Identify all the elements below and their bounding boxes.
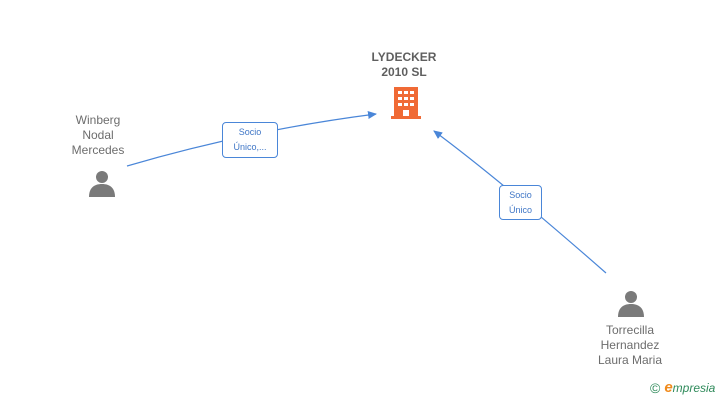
person-name-line: Hernandez [600,338,660,352]
brand-name: mpresia [672,381,716,395]
edge-label-line: Socio [509,190,532,200]
edge-label-line: Único [508,205,532,215]
person-name-winberg[interactable]: Winberg Nodal Mercedes [53,113,143,158]
edge-label-line: Único,... [233,142,267,152]
person-name-torrecilla[interactable]: Torrecilla Hernandez Laura Maria [585,323,675,368]
copyright-symbol: © [650,380,661,396]
company-name-line1: LYDECKER [371,50,437,64]
person-name-line: Nodal [82,128,114,142]
person-name-line: Torrecilla [605,323,654,337]
edge-label-socio-unico-1[interactable]: Socio Único,... [222,122,278,158]
empresia-logo: ©empresia [650,379,715,396]
person-name-line: Mercedes [71,143,125,157]
company-name-line2: 2010 SL [381,65,427,79]
building-icon[interactable] [390,85,422,120]
company-name[interactable]: LYDECKER 2010 SL [356,50,452,80]
person-name-line: Winberg [75,113,121,127]
person-name-line: Laura Maria [597,353,663,367]
person-icon[interactable] [616,288,646,318]
edge-label-line: Socio [238,127,262,137]
brand-letter: e [664,379,673,396]
edge-label-socio-unico-2[interactable]: Socio Único [499,185,542,220]
person-icon[interactable] [87,168,117,198]
